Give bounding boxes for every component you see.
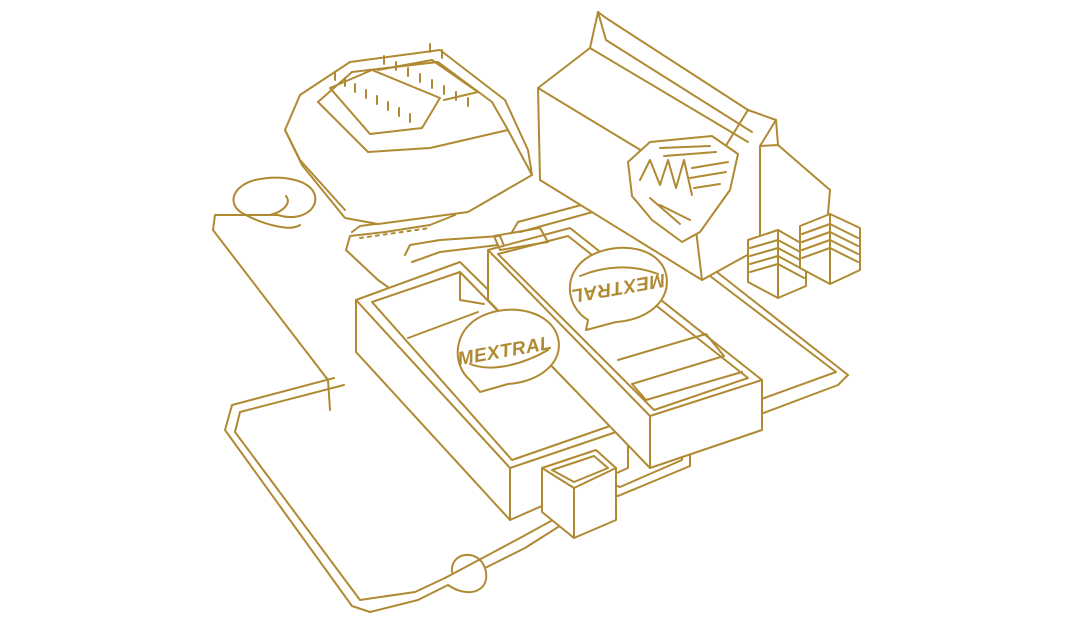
- building-stack-2-lines: [801, 213, 859, 285]
- pipe-header: [404, 235, 506, 263]
- logo-swoosh-right: [579, 266, 659, 277]
- sump-rim: [541, 455, 617, 539]
- building-cutaway-lines: [639, 145, 729, 225]
- logo-bubble-left: MEXTRAL: [456, 308, 560, 393]
- logo-bubble-right-shape: [568, 246, 668, 331]
- filter-bed-front: [284, 129, 533, 211]
- pipe-bottom-bend: [444, 515, 567, 594]
- building-cutaway: [627, 135, 739, 243]
- line-art: MEXTRAL MEXTRAL: [212, 11, 861, 613]
- left-tank-divider: [407, 271, 485, 339]
- filter-bed-inner: [329, 59, 479, 135]
- logo-bubble-left-shape: [456, 308, 560, 393]
- logo-bubble-right: MEXTRAL: [568, 246, 668, 331]
- building-stack-1-lines: [749, 229, 805, 299]
- right-tank: [487, 227, 763, 469]
- pipe-ticks: [359, 227, 431, 239]
- filter-bed-studs: [334, 43, 469, 123]
- right-tank-steps: [617, 333, 743, 401]
- pipe-left-loop: [212, 214, 449, 613]
- sump: [541, 449, 617, 539]
- right-tank-body: [487, 227, 763, 469]
- pipe-coil: [232, 176, 317, 229]
- building: [537, 11, 861, 299]
- logo-swoosh-left: [469, 349, 549, 369]
- right-tank-inlet: [493, 227, 549, 251]
- left-tank: [355, 261, 629, 521]
- filter-bed: [284, 43, 533, 225]
- left-tank-body: [355, 261, 629, 521]
- filter-bed-top: [317, 61, 509, 153]
